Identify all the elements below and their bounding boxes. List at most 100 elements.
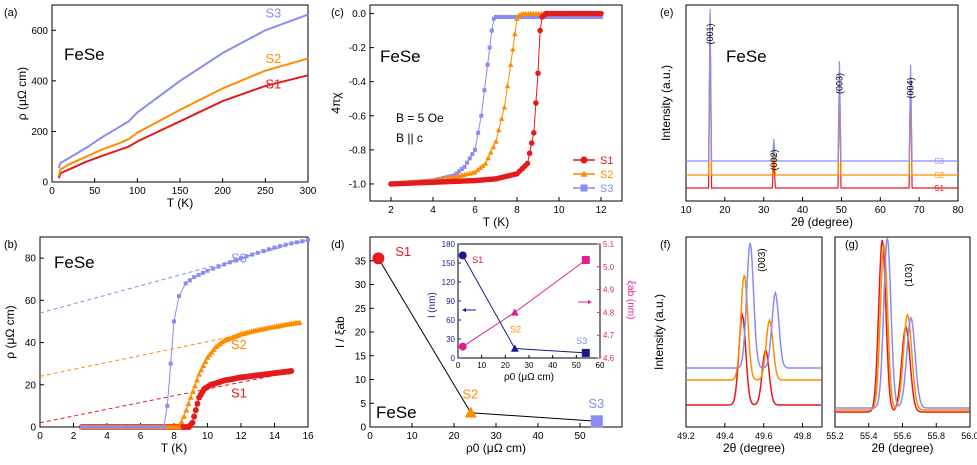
panel-c-x-tick-label: 10 <box>553 205 565 216</box>
panel-d-y-tick-label: 30 <box>355 280 367 291</box>
panel-b-point-S3 <box>165 403 170 408</box>
panel-b-point-S2 <box>198 367 205 373</box>
panel-c-point-S3 <box>546 14 551 19</box>
panel-c-frame <box>369 4 623 202</box>
panel-b-y-tick-label: 0 <box>30 423 36 434</box>
panel-c-point-S3 <box>457 169 462 174</box>
panel-c-legend-S1: S1 <box>600 155 613 167</box>
panel-c-point-S3 <box>533 14 538 19</box>
panel-b-point-S3 <box>196 273 201 277</box>
panel-c-point-S3 <box>505 14 510 19</box>
panel-b-point-S3 <box>283 242 288 247</box>
panel-d-y-tick-label: 35 <box>355 256 367 267</box>
panel-a-x-tick-label: 200 <box>214 186 231 197</box>
panel-d-annotation: FeSe <box>376 403 417 422</box>
panel-d-inset-l-point-S3 <box>581 348 590 357</box>
panel-g-x-tick-label: 55.6 <box>894 431 912 441</box>
panel-d-inset-xi-point-S1 <box>458 342 467 351</box>
panel-d-ylabel: l / ξab <box>333 316 347 348</box>
panel-b-point-S2 <box>200 362 207 369</box>
panel-c-y-tick-label: -0.8 <box>349 145 367 156</box>
panel-e-x-tick-label: 20 <box>719 205 731 216</box>
panel-c-point-S2 <box>514 15 520 21</box>
panel-d-x-tick-label: 0 <box>367 431 373 442</box>
panel-b-point-S3 <box>266 247 271 252</box>
panel-b-point-S3 <box>105 425 110 429</box>
panel-f-x-tick-label: 49.8 <box>794 431 812 441</box>
panel-d-y-tick-label: 5 <box>360 399 366 410</box>
panel-d-inset-x-tick-label: 0 <box>456 361 461 370</box>
panel-c-point-S3 <box>496 14 501 19</box>
panel-e-peak-label: (002) <box>769 149 779 170</box>
panel-e-legend-S1: S1 <box>934 184 944 193</box>
panel-b-point-S2 <box>296 319 303 325</box>
panel-c-point-S2 <box>504 83 511 89</box>
panel-b-x-tick-label: 2 <box>71 431 77 442</box>
panel-c-point-S2 <box>510 46 516 52</box>
panel-b-point-S2 <box>194 377 201 383</box>
panel-a-y-tick-label: 0 <box>42 178 48 189</box>
panel-b-point-S3 <box>136 425 141 429</box>
panel-c-point-S3 <box>581 14 586 19</box>
panel-d-x-tick-label: 10 <box>406 431 418 442</box>
panel-f-frame <box>685 236 823 428</box>
panel-b-point-S3 <box>177 294 182 299</box>
panel-d-inset-x-tick-label: 10 <box>477 361 486 370</box>
panel-g-peak-label: (103) <box>904 263 915 286</box>
panel-f-peak-label: (003) <box>757 248 768 271</box>
panel-a-series-S2 <box>57 57 309 176</box>
panel-f-x-tick-label: 49.2 <box>677 431 695 441</box>
panel-c-point-S3 <box>549 14 554 19</box>
panel-c-annotation: FeSe <box>380 47 421 66</box>
panel-c-point-S3 <box>554 14 559 19</box>
panel-e-legend-S2: S2 <box>934 171 944 180</box>
panel-c-legend-marker-S1 <box>580 156 588 164</box>
panel-a-annotation: FeSe <box>64 45 105 64</box>
panel-c-y-tick-label: -0.2 <box>349 43 367 54</box>
panel-c-point-S3 <box>521 14 526 19</box>
panel-c-point-S3 <box>574 14 579 19</box>
panel-c-point-S3 <box>487 45 492 50</box>
panel-d-x-tick-label: 50 <box>574 431 586 442</box>
panel-c-y-tick-label: -1.0 <box>349 179 367 190</box>
panel-b-point-S3 <box>289 241 294 246</box>
panel-b-x-tick-label: 0 <box>37 431 43 442</box>
panel-d-inset-x-tick-label: 50 <box>572 361 581 370</box>
panel-c-point-S1 <box>524 160 531 167</box>
panel-c-point-S3 <box>482 88 487 93</box>
panel-d-inset-yright-tick-label: 5.0 <box>603 263 615 272</box>
panel-b-x-tick-label: 12 <box>235 431 247 442</box>
panel-c-xlabel: T (K) <box>483 215 509 229</box>
panel-b-point-S2 <box>178 418 185 425</box>
panel-g-profile-S1 <box>835 239 970 413</box>
panel-f-label: (f) <box>660 239 670 251</box>
panel-b-point-S3 <box>151 425 156 429</box>
panel-d-inset-ylabel-right: ξab (nm) <box>625 281 636 320</box>
panel-c-point-S3 <box>465 160 470 165</box>
panel-b-point-S2 <box>181 413 188 419</box>
panel-b-point-S2 <box>196 371 203 377</box>
panel-d-inset-legend-S2: S2 <box>510 325 521 335</box>
panel-c-point-S2 <box>487 149 494 155</box>
panel-a-legend-S2: S2 <box>265 51 281 66</box>
panel-e-legend-S3: S3 <box>934 157 944 166</box>
panel-c-point-S3 <box>596 14 601 19</box>
panel-c-legend-S2: S2 <box>600 169 613 181</box>
panel-c-point-S3 <box>503 14 508 19</box>
panel-c-point-S3 <box>566 14 571 19</box>
panel-c-point-S3 <box>591 14 596 19</box>
panel-g-x-tick-label: 55.2 <box>826 431 844 441</box>
panel-b-point-S3 <box>278 244 283 249</box>
panel-b-point-S3 <box>272 245 277 250</box>
panel-c-point-S3 <box>491 16 496 21</box>
panel-a-x-tick-label: 250 <box>257 186 274 197</box>
panel-e-pattern-S2 <box>686 14 958 176</box>
panel-b-x-tick-label: 10 <box>202 431 214 442</box>
panel-d-inset-arrowhead-right <box>588 300 592 304</box>
panel-d-inset-yright-tick-label: 4.7 <box>603 331 615 340</box>
panel-b-point-S3 <box>255 250 260 255</box>
panel-a-x-tick-label: 0 <box>49 186 55 197</box>
panel-b-point-S3 <box>161 425 166 429</box>
panel-d-inset-x-tick-label: 40 <box>548 361 557 370</box>
panel-e-x-tick-label: 60 <box>875 205 887 216</box>
